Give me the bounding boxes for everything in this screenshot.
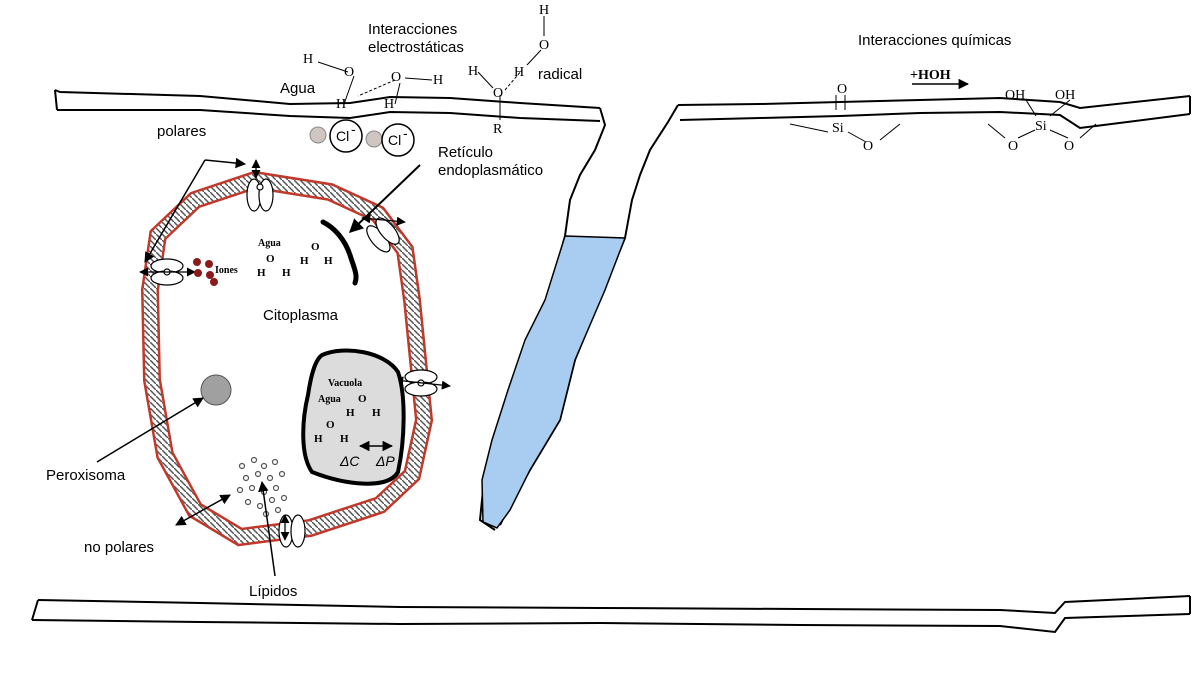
label-lipidos: Lípidos [249, 583, 297, 600]
chloride-label-2: Cl [388, 132, 401, 148]
atom-h: H [346, 407, 355, 419]
label-agua-vacuola: Agua [318, 394, 341, 405]
hoh-label: +HOH [910, 68, 951, 83]
label-reticulo-1: Retículo [438, 144, 493, 161]
label-reticulo-2: endoplasmático [438, 162, 543, 179]
chloride-label-1: Cl [336, 128, 349, 144]
atom-si: Si [832, 121, 844, 136]
atom-h: H [336, 97, 346, 112]
atom-o: O [266, 253, 275, 265]
label-electrostatic-2: electrostáticas [368, 39, 464, 56]
atom-o: O [837, 82, 847, 97]
atom-si: Si [1035, 119, 1047, 134]
polares-arrows [144, 157, 247, 263]
atom-h: H [314, 433, 323, 445]
atom-o: O [311, 241, 320, 253]
atom-h: H [300, 255, 309, 267]
atom-o: O [391, 70, 401, 85]
label-electrostatic-1: Interacciones [368, 21, 457, 38]
atom-h: H [324, 255, 333, 267]
label-delta-p: ΔP [375, 453, 395, 469]
atom-h: H [433, 73, 443, 88]
cell-membrane [140, 170, 434, 547]
label-polares: polares [157, 123, 206, 140]
atom-o: O [539, 38, 549, 53]
reticulo-arrow [348, 164, 421, 233]
label-agua-cell: Agua [258, 238, 281, 249]
atom-oh: OH [1055, 88, 1075, 103]
label-vacuola: Vacuola [328, 378, 362, 389]
label-peroxisoma: Peroxisoma [46, 467, 126, 484]
label-chemical: Interacciones químicas [858, 32, 1011, 49]
label-agua-top: Agua [280, 80, 316, 97]
chloride-charge-1: - [351, 121, 356, 137]
cell-wall-bottom [31, 595, 1191, 634]
transport-arrows [139, 159, 451, 541]
atom-o: O [344, 65, 354, 80]
atom-r: R [493, 122, 503, 137]
atom-o: O [863, 139, 873, 154]
ion-particles [193, 258, 218, 286]
atom-h: H [257, 267, 266, 279]
atom-o: O [326, 419, 335, 431]
no-polares-arrow [175, 494, 231, 526]
top-water-bonds [317, 16, 545, 120]
label-citoplasma: Citoplasma [263, 307, 339, 324]
atom-o: O [493, 86, 503, 101]
atom-h: H [539, 3, 549, 18]
peroxisome [200, 374, 232, 406]
label-iones: Iones [215, 265, 238, 276]
chloride-ions [309, 119, 415, 157]
label-radical: radical [538, 66, 582, 83]
water-channel [481, 235, 627, 529]
cell-wall-top-right [677, 95, 1191, 130]
atom-h: H [303, 52, 313, 67]
atom-h: H [372, 407, 381, 419]
atom-o: O [1064, 139, 1074, 154]
atom-h: H [282, 267, 291, 279]
peroxisoma-arrow [96, 397, 204, 463]
endoplasmic-reticulum [320, 219, 359, 286]
cell-wall-top-left [54, 89, 601, 122]
atom-h: H [340, 433, 349, 445]
atom-o: O [358, 393, 367, 405]
lipidos-arrow [258, 480, 276, 577]
atom-oh: OH [1005, 88, 1025, 103]
atom-h: H [384, 97, 394, 112]
label-delta-c: ΔC [339, 453, 360, 469]
atom-h: H [514, 65, 524, 80]
atom-o: O [1008, 139, 1018, 154]
label-no-polares: no polares [84, 539, 154, 556]
chloride-charge-2: - [403, 125, 408, 141]
silanol-bonds [789, 95, 1097, 143]
atom-h: H [468, 64, 478, 79]
